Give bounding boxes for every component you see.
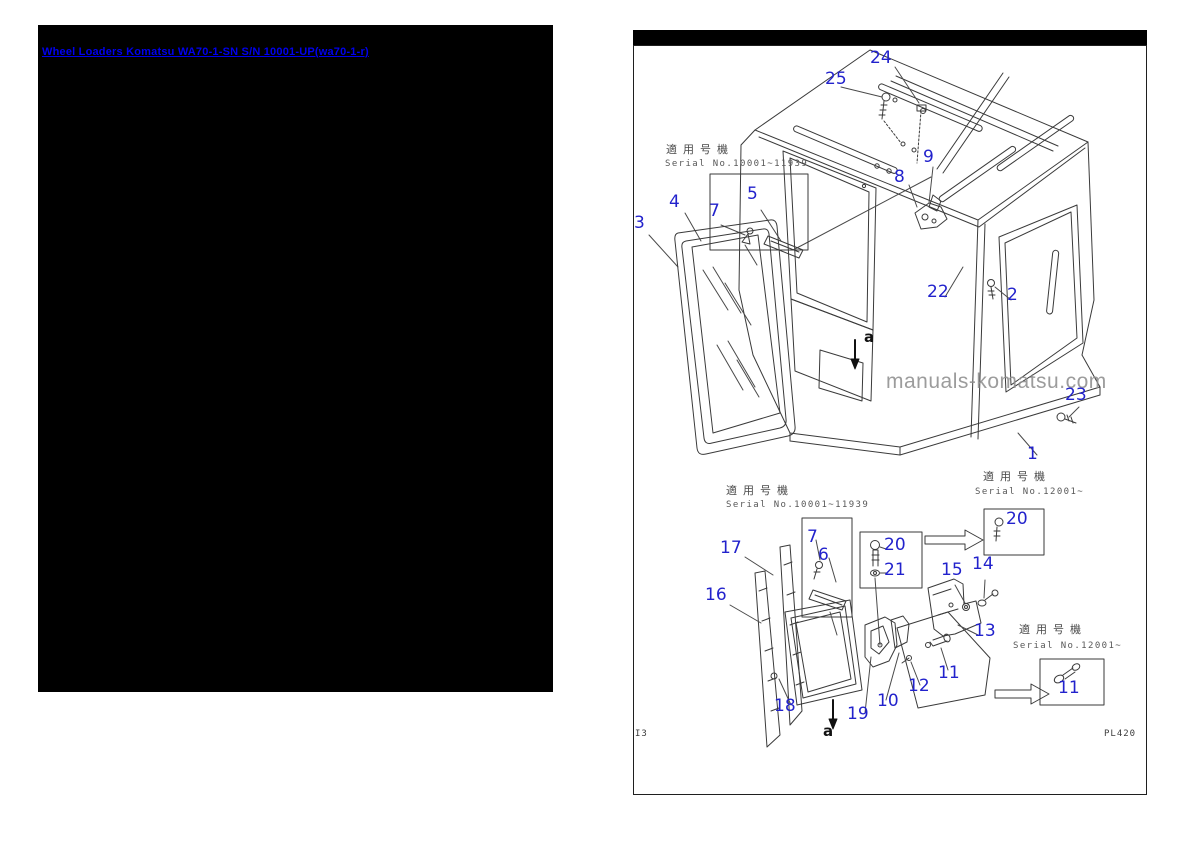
callout-22: 22 <box>927 282 949 302</box>
callout-10: 10 <box>877 691 899 711</box>
section-arrow-lower <box>828 699 838 730</box>
callout-24: 24 <box>870 48 892 68</box>
panel-11-12 <box>896 611 991 709</box>
cab-drawing <box>648 49 1101 456</box>
label-lower-left-serial: Serial No.10001~11939 <box>726 500 870 510</box>
bolt-11-drawing <box>925 633 951 648</box>
section-letter-lower: a <box>823 722 834 740</box>
seal-17 <box>779 544 805 726</box>
label-upper-left-serial: Serial No.10001~11939 <box>665 159 809 169</box>
callout-19: 19 <box>847 704 869 724</box>
arrow-to-box-11 <box>994 683 1050 705</box>
upper-leader-lines <box>648 66 1080 456</box>
bolt-25 <box>878 92 902 144</box>
label-mid-right-serial: Serial No.12001~ <box>975 487 1085 497</box>
callout-8: 8 <box>894 167 905 187</box>
callout-13: 13 <box>974 621 996 641</box>
section-letter-upper: a <box>864 328 875 346</box>
callout-17: 17 <box>720 538 742 558</box>
lower-leader-lines <box>729 539 986 714</box>
serial-box-11 <box>1039 658 1105 706</box>
label-mid-right-kanji: 適用号機 <box>983 470 1051 483</box>
label-upper-left-kanji: 適用号機 <box>666 143 734 156</box>
clip-7-upper <box>741 227 754 245</box>
callout-23: 23 <box>1065 385 1087 405</box>
plate-number-bottom-right: PL420 <box>1104 729 1137 739</box>
parts-diagram-art <box>648 49 1105 748</box>
callout-16: 16 <box>705 585 727 605</box>
hinge-10-19 <box>864 615 910 668</box>
parts-plate-page <box>633 45 1147 795</box>
nut-24 <box>916 104 927 164</box>
window-pane-18 <box>770 599 863 706</box>
screw-12-drawing <box>901 655 912 664</box>
callout-6: 6 <box>818 545 829 565</box>
arrow-to-box-20 <box>924 529 984 551</box>
callout-20-box: 20 <box>1006 509 1028 529</box>
plate-code-bottom-left: I3 <box>635 729 648 739</box>
nut-15 <box>962 603 970 611</box>
callout-12: 12 <box>908 676 930 696</box>
screw-23 <box>1056 412 1077 424</box>
label-lower-left-kanji: 適用号機 <box>726 484 794 497</box>
lower-serial-box <box>801 517 853 618</box>
serial-box-20 <box>983 508 1045 556</box>
glass-hatching <box>702 244 760 398</box>
screw-7-lower <box>813 561 823 580</box>
upper-serial-box <box>709 173 809 259</box>
callout-1: 1 <box>1027 444 1038 464</box>
screw-2 <box>987 279 996 300</box>
watermark-text: manuals-komatsu.com <box>886 370 1107 393</box>
callout-7-upper: 7 <box>709 201 720 221</box>
strip-6 <box>808 589 847 611</box>
callout-11-box: 11 <box>1058 678 1080 698</box>
callout-11: 11 <box>938 663 960 683</box>
lower-window-assembly <box>729 508 1105 748</box>
callout-20: 20 <box>884 535 906 555</box>
callout-2: 2 <box>1007 285 1018 305</box>
callout-9: 9 <box>923 147 934 167</box>
callout-15: 15 <box>941 560 963 580</box>
callout-25: 25 <box>825 69 847 89</box>
bolt-14 <box>977 589 999 607</box>
seal-16 <box>754 570 781 748</box>
label-bottom-right-kanji: 適用号機 <box>1019 623 1087 636</box>
strip-5 <box>763 235 804 259</box>
plate-top-black-bar <box>633 30 1147 45</box>
callout-18: 18 <box>774 696 796 716</box>
front-window-drawing <box>674 219 796 455</box>
catalog-title-link[interactable]: Wheel Loaders Komatsu WA70-1-SN S/N 1000… <box>42 46 369 58</box>
callout-21: 21 <box>884 560 906 580</box>
section-arrow-upper <box>850 339 860 370</box>
callout-14: 14 <box>972 554 994 574</box>
callout-3: 3 <box>634 213 645 233</box>
callout-5: 5 <box>747 184 758 204</box>
left-black-panel: Wheel Loaders Komatsu WA70-1-SN S/N 1000… <box>38 25 553 692</box>
bolt-box-20-21 <box>859 531 923 646</box>
label-bottom-right-serial: Serial No.12001~ <box>1013 641 1123 651</box>
callout-7-lower: 7 <box>807 527 818 547</box>
callout-4: 4 <box>669 192 680 212</box>
